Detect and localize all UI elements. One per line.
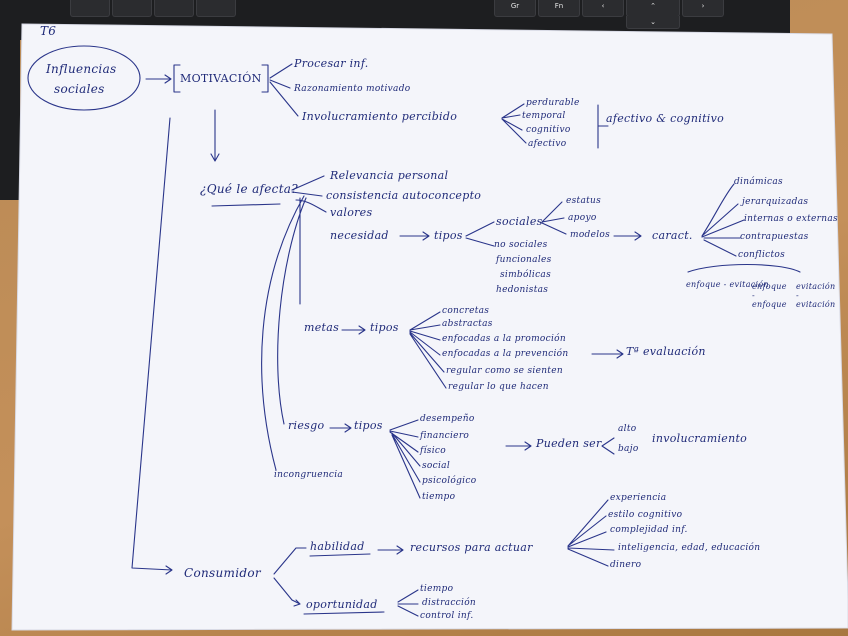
metas-label: metas [304,322,339,334]
sociales-modelos: modelos [570,230,610,240]
involucramiento-temporal: temporal [522,111,566,121]
metas-evaluacion: Tª evaluación [626,346,706,358]
caract-contrapuestas: contrapuestas [740,232,809,242]
necesidad-tipos-label: tipos [434,230,463,242]
recursos-inteligencia: inteligencia, edad, educación [618,543,760,553]
metas-promocion: enfocadas a la promoción [442,334,566,344]
consumidor-label: Consumidor [184,566,261,580]
tipo-funcionales: funcionales [496,255,552,265]
sociales-estatus: estatus [566,196,601,206]
recursos-estilo-cognitivo: estilo cognitivo [608,510,682,520]
tipo-hedonistas: hedonistas [496,285,548,295]
motivacion-item-procesar: Procesar inf. [294,58,369,70]
riesgo-involucramiento: involucramiento [652,433,747,445]
afecta-item-consistencia: consistencia autoconcepto [326,190,481,202]
riesgo-financiero: financiero [420,431,469,441]
afecta-item-relevancia: Relevancia personal [330,170,448,182]
recursos-dinero: dinero [610,560,641,570]
metas-tipos-label: tipos [370,322,399,334]
caract-jerarquizadas: jerarquizadas [742,197,808,207]
sociales-apoyo: apoyo [568,213,597,223]
riesgo-desempeno: desempeño [420,414,475,424]
root-label-line1: Influencias [46,62,116,76]
metas-concretas: concretas [442,306,489,316]
riesgo-label: riesgo [288,420,324,432]
motivacion-item-razonamiento: Razonamiento motivado [294,84,410,94]
nivel-bajo: bajo [618,444,639,454]
involucramiento-perdurable: perdurable [526,98,580,108]
caract-internas-externas: internas o externas [744,214,838,224]
topic-label: T6 [40,24,56,38]
incongruencia-label: incongruencia [274,470,343,480]
conflicto-evitacion-evitacion: evitación - evitación [796,282,836,309]
afecta-item-valores: valores [330,207,372,219]
metas-prevencion: enfocadas a la prevención [442,349,568,359]
habilidad-label: habilidad [310,541,365,553]
nivel-alto: alto [618,424,636,434]
afecta-label: ¿Qué le afecta? [200,182,298,196]
metas-abstractas: abstractas [442,319,493,329]
afectivo-cognitivo-label: afectivo & cognitivo [606,113,724,125]
recursos-complejidad: complejidad inf. [610,525,688,535]
riesgo-tipos-label: tipos [354,420,383,432]
tipo-no-sociales: no sociales [494,240,548,250]
root-label-line2: sociales [54,82,105,96]
recursos-experiencia: experiencia [610,493,666,503]
pueden-ser-label: Pueden ser [536,438,602,450]
afecta-item-necesidad: necesidad [330,230,389,242]
tipo-sociales: sociales [496,216,543,228]
metas-regular-sienten: regular como se sienten [446,366,563,376]
oportunidad-tiempo: tiempo [420,584,453,594]
riesgo-fisico: físico [420,446,446,456]
motivacion-label: MOTIVACIÓN [180,73,262,85]
caract-conflictos: conflictos [738,250,785,260]
involucramiento-afectivo: afectivo [528,139,566,149]
caract-label: caract. [652,230,693,242]
conflicto-enfoque-enfoque: enfoque - enfoque [752,282,792,309]
riesgo-social: social [422,461,450,471]
recursos-label: recursos para actuar [410,542,533,554]
metas-regular-hacen: regular lo que hacen [448,382,549,392]
riesgo-tiempo: tiempo [422,492,455,502]
caract-dinamicas: dinámicas [734,177,783,187]
motivacion-item-involucramiento: Involucramiento percibido [302,111,457,123]
riesgo-psicologico: psicológico [422,476,476,486]
oportunidad-control: control inf. [420,611,473,621]
oportunidad-label: oportunidad [306,599,378,611]
tipo-simbolicas: simbólicas [500,270,551,280]
involucramiento-cognitivo: cognitivo [526,125,571,135]
oportunidad-distraccion: distracción [422,598,476,608]
